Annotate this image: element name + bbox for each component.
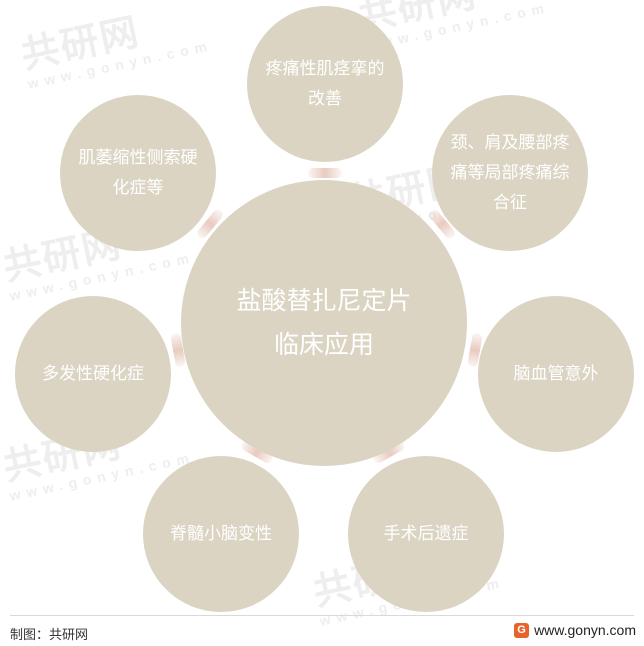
watermark-url: www.gonyn.com <box>8 248 197 304</box>
center-node-label: 盐酸替扎尼定片临床应用 <box>236 286 412 359</box>
node-label: 肌萎缩性侧索硬化症等 <box>78 148 198 198</box>
node-left: 多发性硬化症 <box>15 296 171 452</box>
node-top: 疼痛性肌痉挛的改善 <box>247 6 403 162</box>
footer-divider <box>10 615 634 616</box>
watermark-brand: 共研网 <box>354 0 481 40</box>
node-lower-right: 手术后遗症 <box>348 456 504 612</box>
watermark: 共研网 www.gonyn.com <box>17 0 215 92</box>
node-label: 颈、肩及腰部疼痛等局部疼痛综合征 <box>450 133 570 213</box>
node-label: 手术后遗症 <box>383 524 469 544</box>
node-label: 脑血管意外 <box>513 364 599 384</box>
node-upper-left: 肌萎缩性侧索硬化症等 <box>60 95 216 251</box>
site-url: www.gonyn.com <box>534 622 636 638</box>
watermark-brand: 共研网 <box>17 11 144 78</box>
center-node: 盐酸替扎尼定片临床应用 <box>181 180 467 466</box>
node-right: 脑血管意外 <box>478 296 634 452</box>
node-label: 多发性硬化症 <box>42 364 144 384</box>
watermark-url: www.gonyn.com <box>26 36 215 92</box>
node-label: 疼痛性肌痉挛的改善 <box>265 59 385 109</box>
connector-arc-top <box>308 168 342 178</box>
site-logo-icon: G <box>514 622 530 638</box>
footer-source: 制图：共研网 <box>10 627 89 642</box>
node-label: 脊髓小脑变性 <box>170 524 272 544</box>
footer-site: G www.gonyn.com <box>514 622 636 638</box>
node-upper-right: 颈、肩及腰部疼痛等局部疼痛综合征 <box>432 95 588 251</box>
node-lower-left: 脊髓小脑变性 <box>143 456 299 612</box>
